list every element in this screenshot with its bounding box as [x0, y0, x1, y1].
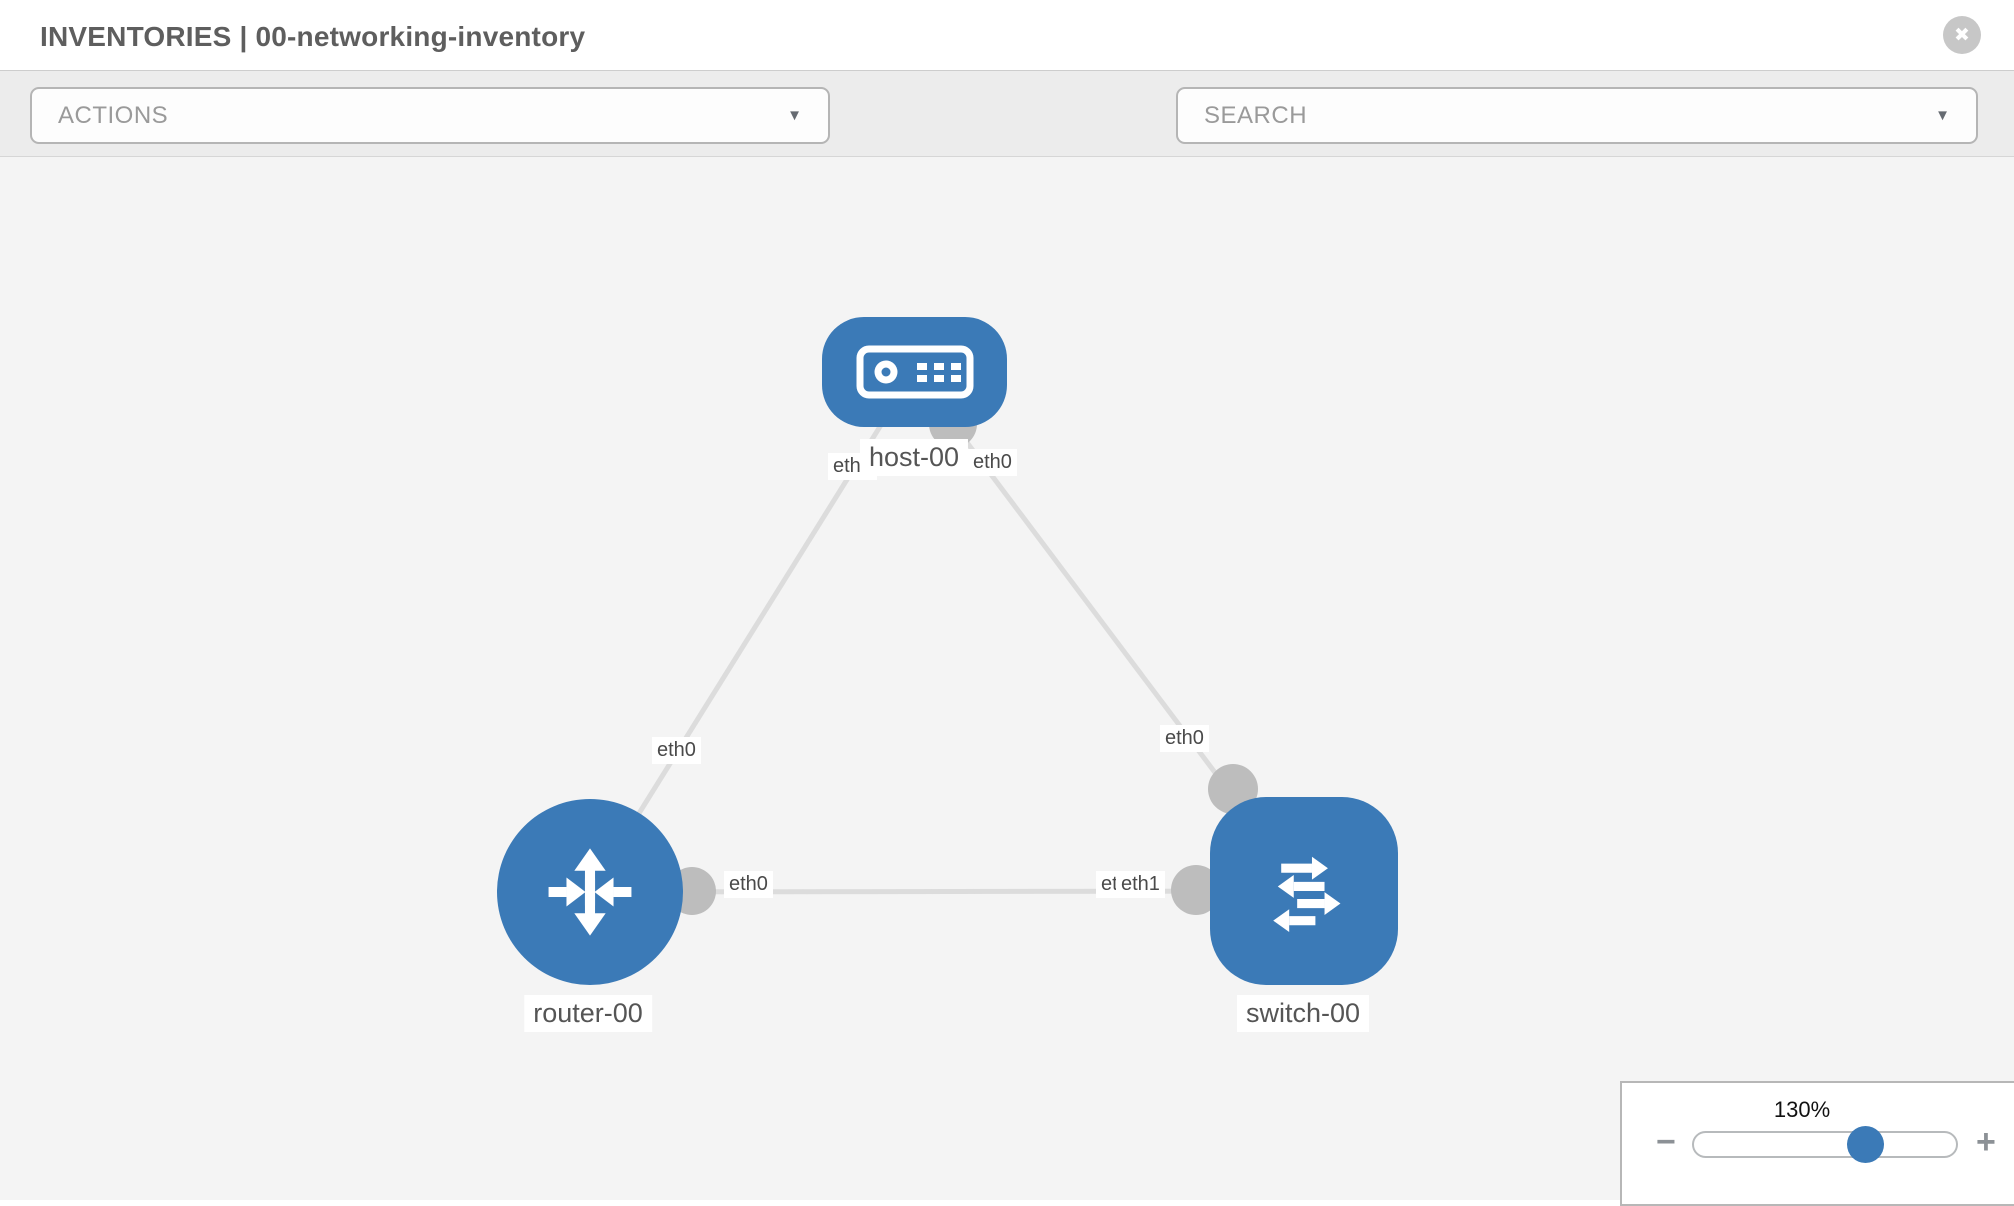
node-host-00[interactable]: [822, 317, 1007, 427]
node-label-host: host-00: [859, 439, 969, 476]
if-label-switch-eth1: eth1: [1116, 871, 1165, 898]
page-title: INVENTORIES | 00-networking-inventory: [40, 21, 586, 52]
host-icon: [856, 345, 973, 399]
close-icon[interactable]: ✖: [1943, 16, 1981, 54]
if-label-router-eth0-side: eth0: [724, 871, 773, 898]
topology-canvas[interactable]: host-00 router-00 switch-00 eth0 eth0 et…: [0, 157, 2014, 1206]
chevron-down-icon: ▼: [1935, 106, 1950, 124]
port-switch-left: [1171, 865, 1221, 915]
search-dropdown-label: SEARCH: [1204, 101, 1308, 129]
topology-edges: [587, 370, 1306, 915]
node-label-router: router-00: [524, 995, 652, 1032]
router-icon: [548, 848, 632, 936]
actions-dropdown[interactable]: ACTIONS ▼: [30, 87, 830, 144]
zoom-out-button[interactable]: −: [1656, 1123, 1676, 1161]
if-label-router-eth0-up: eth0: [652, 737, 701, 764]
zoom-widget: 130% − +: [1620, 1081, 2014, 1206]
zoom-in-button[interactable]: +: [1976, 1123, 1996, 1161]
if-label-host-eth0-right: eth0: [968, 449, 1017, 476]
zoom-slider-knob[interactable]: [1847, 1126, 1884, 1163]
switch-icon: [1273, 856, 1341, 933]
actions-dropdown-label: ACTIONS: [58, 101, 169, 129]
node-switch-00[interactable]: [1210, 797, 1398, 985]
header: INVENTORIES | 00-networking-inventory ✖: [0, 0, 2014, 70]
chevron-down-icon: ▼: [787, 106, 802, 124]
search-dropdown[interactable]: SEARCH ▼: [1176, 87, 1978, 144]
node-router-00[interactable]: [497, 799, 683, 985]
close-glyph: ✖: [1954, 24, 1970, 46]
node-label-switch: switch-00: [1236, 995, 1370, 1032]
if-label-switch-eth0-top: eth0: [1160, 725, 1209, 752]
zoom-slider-track[interactable]: [1692, 1126, 1958, 1163]
zoom-level-value: 130%: [1773, 1097, 1831, 1122]
toolbar: ACTIONS ▼ SEARCH ▼: [0, 70, 2014, 201]
